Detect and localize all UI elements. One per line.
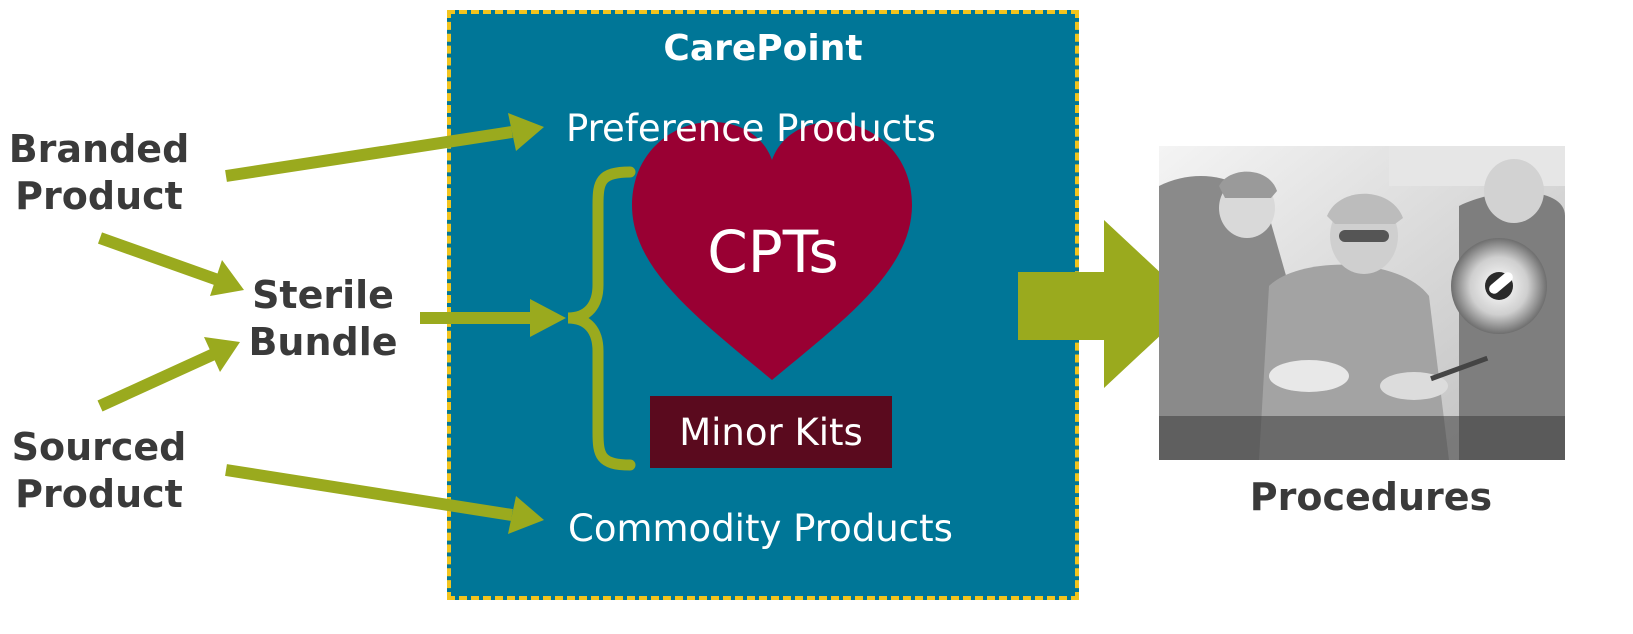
arrow-branded-to-preference: [225, 113, 544, 182]
sourced-product-text: Sourced Product: [11, 425, 187, 516]
branded-product-label: Branded Product: [6, 126, 192, 220]
heart-icon: [632, 122, 912, 380]
branded-product-text: Branded Product: [8, 127, 190, 218]
cpts-label: CPTs: [707, 218, 839, 286]
surgery-photo: [1159, 146, 1565, 460]
carepoint-title: CarePoint: [663, 28, 863, 69]
preference-products: Preference Products: [566, 107, 936, 150]
arrow-sterile-to-bracket: [420, 299, 566, 337]
procedures-label: Procedures: [1249, 475, 1493, 519]
big-arrow-to-procedures: [1018, 220, 1194, 388]
arrow-sourced-to-sterile: [97, 337, 240, 412]
sterile-bundle-text: Sterile Bundle: [248, 273, 398, 364]
arrow-branded-to-sterile: [97, 232, 244, 296]
minor-kits-text: Minor Kits: [679, 410, 863, 454]
sterile-bundle-label: Sterile Bundle: [238, 272, 408, 366]
minor-kits: Minor Kits: [650, 396, 892, 468]
arrow-sourced-to-commodity: [225, 464, 544, 534]
sourced-product-label: Sourced Product: [6, 424, 192, 518]
commodity-products: Commodity Products: [568, 507, 953, 550]
curly-bracket: [567, 166, 636, 471]
